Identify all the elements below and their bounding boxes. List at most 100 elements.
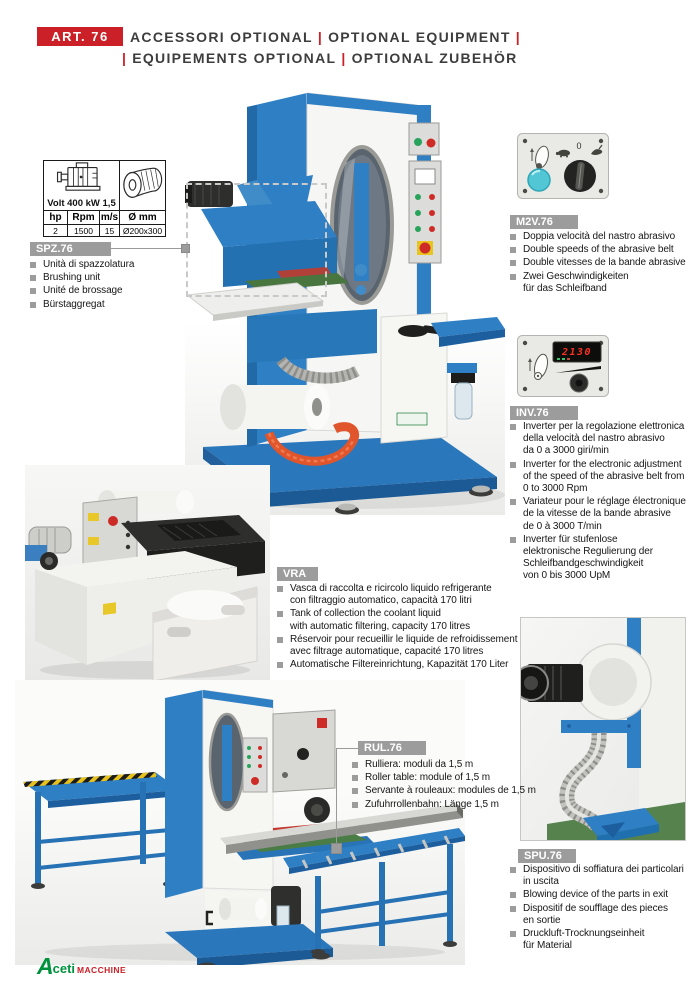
list-item: Servante à rouleaux: modules de 1,5 m	[352, 785, 552, 797]
inv-bullet-list: Inverter per la regolazione elettronica …	[510, 421, 695, 584]
speed-switch-panel-photo: 0	[517, 133, 609, 199]
vra-label: VRA	[277, 567, 318, 581]
inverter-display-value: 2130	[561, 347, 592, 358]
list-item: Zwei Geschwindigkeiten für das Schleifba…	[510, 271, 695, 295]
callout-marker	[331, 843, 342, 854]
brush-unit	[185, 175, 349, 321]
list-item: Blowing device of the parts in exit	[510, 889, 695, 901]
spec-header-cell: Ø mm	[119, 210, 166, 225]
list-item: Automatische Filtereinrichtung, Kapazitä…	[277, 659, 537, 671]
callout-line	[336, 748, 358, 749]
control-box	[82, 496, 138, 568]
tank-motor	[25, 526, 72, 570]
motor-spec-cell: Volt 400 kW 1,5	[43, 160, 120, 211]
list-item: Réservoir pour recueillir le liquide de …	[277, 634, 537, 658]
article-badge: ART. 76	[37, 27, 123, 46]
blower-photo	[520, 617, 686, 841]
rotary-knob	[564, 160, 596, 192]
header-text-en: OPTIONAL EQUIPMENT	[328, 29, 511, 45]
blow-nozzle	[583, 808, 659, 840]
m2v-label: M2V.76	[510, 215, 578, 229]
logo-initial: A	[37, 953, 54, 979]
machine-control-panel	[408, 122, 442, 264]
spec-header-cell: Rpm	[67, 210, 100, 225]
hare-icon	[591, 144, 603, 155]
spec-header-row: hp Rpm m/s Ø mm	[43, 210, 166, 225]
collection-basket	[152, 586, 258, 682]
spec-value-cell: 2	[43, 224, 68, 237]
spec-value-cell: Ø200x300	[119, 224, 166, 237]
pointer-needle	[555, 366, 601, 373]
brush-roller-icon	[122, 167, 162, 198]
list-item: Rulliera: moduli da 1,5 m	[352, 759, 552, 771]
sander-machine	[165, 689, 377, 965]
outfeed-roller-table	[220, 804, 465, 955]
list-item: Inverter für stufenlose elektronische Re…	[510, 534, 695, 583]
list-item: Inverter per la regolazione elettronica …	[510, 421, 695, 458]
roller-table-photo	[15, 680, 465, 965]
dashed-highlight-box	[186, 183, 327, 297]
callout-marker	[181, 244, 190, 253]
header-line-1: ACCESSORI OPTIONAL|OPTIONAL EQUIPMENT|	[130, 29, 526, 45]
list-item: Roller table: module of 1,5 m	[352, 772, 552, 784]
spec-value-cell: 15	[99, 224, 120, 237]
rul-label: RUL.76	[358, 741, 426, 755]
list-item: Variateur pour le réglage électronique d…	[510, 496, 695, 533]
separator-pipe: |	[515, 29, 521, 45]
spec-value-cell: 1500	[67, 224, 100, 237]
spec-header-cell: hp	[43, 210, 68, 225]
spec-header-cell: m/s	[99, 210, 120, 225]
cyan-button	[527, 168, 551, 192]
list-item: Vasca di raccolta e ricircolo liquido re…	[277, 583, 537, 607]
inv-label: INV.76	[510, 406, 578, 420]
list-item: Unité de brossage	[30, 285, 195, 297]
header-text-fr: EQUIPEMENTS OPTIONAL	[132, 50, 337, 66]
separator-pipe: |	[122, 50, 128, 66]
header-line-2: |EQUIPEMENTS OPTIONAL|OPTIONAL ZUBEHÖR	[117, 50, 518, 66]
spu-bullet-list: Dispositivo di soffiatura dei particolar…	[510, 864, 695, 953]
list-item: Unità di spazzolatura	[30, 259, 195, 271]
infeed-table	[23, 772, 180, 889]
list-item: Double speeds of the abrasive belt	[510, 244, 695, 256]
belt-schematic-icon	[530, 145, 549, 169]
machine-lower	[220, 309, 505, 466]
motor-icon	[56, 162, 100, 191]
logo-suffix: MACCHINE	[77, 965, 127, 975]
separator-pipe: |	[341, 50, 347, 66]
separator-pipe: |	[317, 29, 324, 45]
header-text-de: OPTIONAL ZUBEHÖR	[351, 50, 518, 66]
list-item: Inverter for the electronic adjustment o…	[510, 459, 695, 496]
spec-table: Volt 400 kW 1,5 hp Rpm m	[43, 160, 166, 237]
list-item: Doppia velocità del nastro abrasivo	[510, 231, 695, 243]
vra-bullet-list: Vasca di raccolta e ricircolo liquido re…	[277, 583, 537, 672]
coolant-tank-photo	[25, 465, 270, 685]
inverter-panel-photo: 2130	[517, 335, 609, 397]
logo-name: ceti	[52, 961, 76, 976]
list-item: Bürstaggregat	[30, 299, 195, 311]
callout-line	[336, 748, 337, 845]
list-item: Tank of collection the coolant liquid wi…	[277, 608, 537, 632]
blower-unit	[521, 643, 652, 733]
spu-label: SPU.76	[518, 849, 576, 863]
zero-label: 0	[576, 141, 581, 151]
spec-value-row: 2 1500 15 Ø200x300	[43, 224, 166, 237]
volt-label: Volt 400 kW 1,5	[47, 198, 116, 209]
callout-line	[103, 248, 183, 249]
header-text-it: ACCESSORI OPTIONAL	[130, 29, 313, 45]
list-item: Dispositivo di soffiatura dei particolar…	[510, 864, 695, 888]
list-item: Dispositif de soufflage des pieces en so…	[510, 903, 695, 927]
list-item: Double vitesses de la bande abrasive	[510, 257, 695, 269]
list-item: Druckluft-Trocknungseinheit für Material	[510, 928, 695, 952]
spz-label: SPZ.76	[30, 242, 111, 256]
turtle-icon	[555, 149, 570, 158]
main-machine-photo	[185, 85, 505, 515]
roller-spec-cell	[119, 160, 166, 211]
list-item: Zufuhrrollenbahn: Länge 1,5 m	[352, 799, 552, 811]
list-item: Brushing unit	[30, 272, 195, 284]
flexible-hose	[559, 732, 607, 832]
